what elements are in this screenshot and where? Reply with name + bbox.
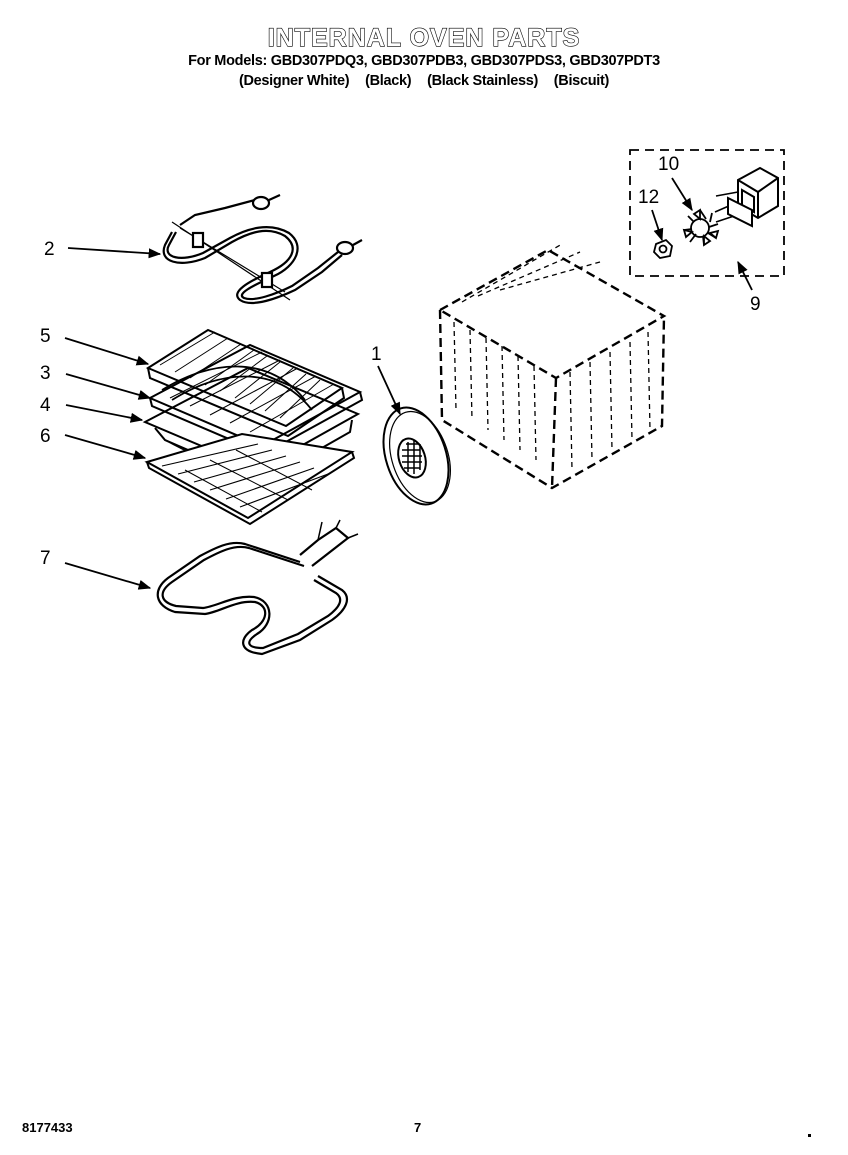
color-variants: (Designer White) (Black) (Black Stainles… (0, 73, 848, 89)
arrow-4 (65, 404, 144, 423)
part-oven-rack-bottom (144, 432, 356, 526)
arrow-3 (65, 373, 152, 400)
leader-arrows (64, 177, 753, 590)
part-upper-element (162, 193, 363, 305)
color-black-stainless: (Black Stainless) (427, 73, 539, 89)
arrow-7 (64, 562, 152, 590)
callout-9: 9 (750, 294, 761, 315)
arrow-9 (737, 260, 753, 291)
callout-10: 10 (658, 154, 679, 175)
color-biscuit: (Biscuit) (553, 73, 610, 89)
arrow-6 (64, 434, 147, 460)
oven-cavity (437, 243, 667, 490)
callout-6: 6 (40, 426, 51, 447)
arrow-12 (651, 209, 664, 242)
arrow-10 (671, 177, 693, 212)
corner-dot (808, 1134, 811, 1137)
callout-4: 4 (40, 395, 51, 416)
callout-labels: 2 5 3 4 6 7 1 10 12 9 (40, 154, 761, 569)
color-designer-white: (Designer White) (238, 73, 350, 89)
part-fan-cover (382, 406, 451, 506)
document-number: 8177433 (22, 1120, 73, 1135)
part-nut (653, 238, 673, 259)
arrow-2 (67, 247, 162, 259)
page-title: INTERNAL OVEN PARTS (267, 23, 581, 52)
callout-7: 7 (40, 548, 51, 569)
callout-2: 2 (44, 239, 55, 260)
callout-3: 3 (40, 363, 51, 384)
part-fan-blade (682, 208, 720, 247)
page-number: 7 (414, 1120, 422, 1135)
part-lower-element (156, 519, 359, 656)
models-line: For Models: GBD307PDQ3, GBD307PDB3, GBD3… (188, 53, 660, 69)
arrow-1 (377, 365, 401, 416)
callout-5: 5 (40, 326, 51, 347)
color-black: (Black) (365, 73, 412, 89)
part-fan-motor (714, 166, 779, 228)
callout-1: 1 (371, 344, 382, 365)
callout-12: 12 (638, 187, 659, 208)
arrow-5 (64, 337, 150, 366)
